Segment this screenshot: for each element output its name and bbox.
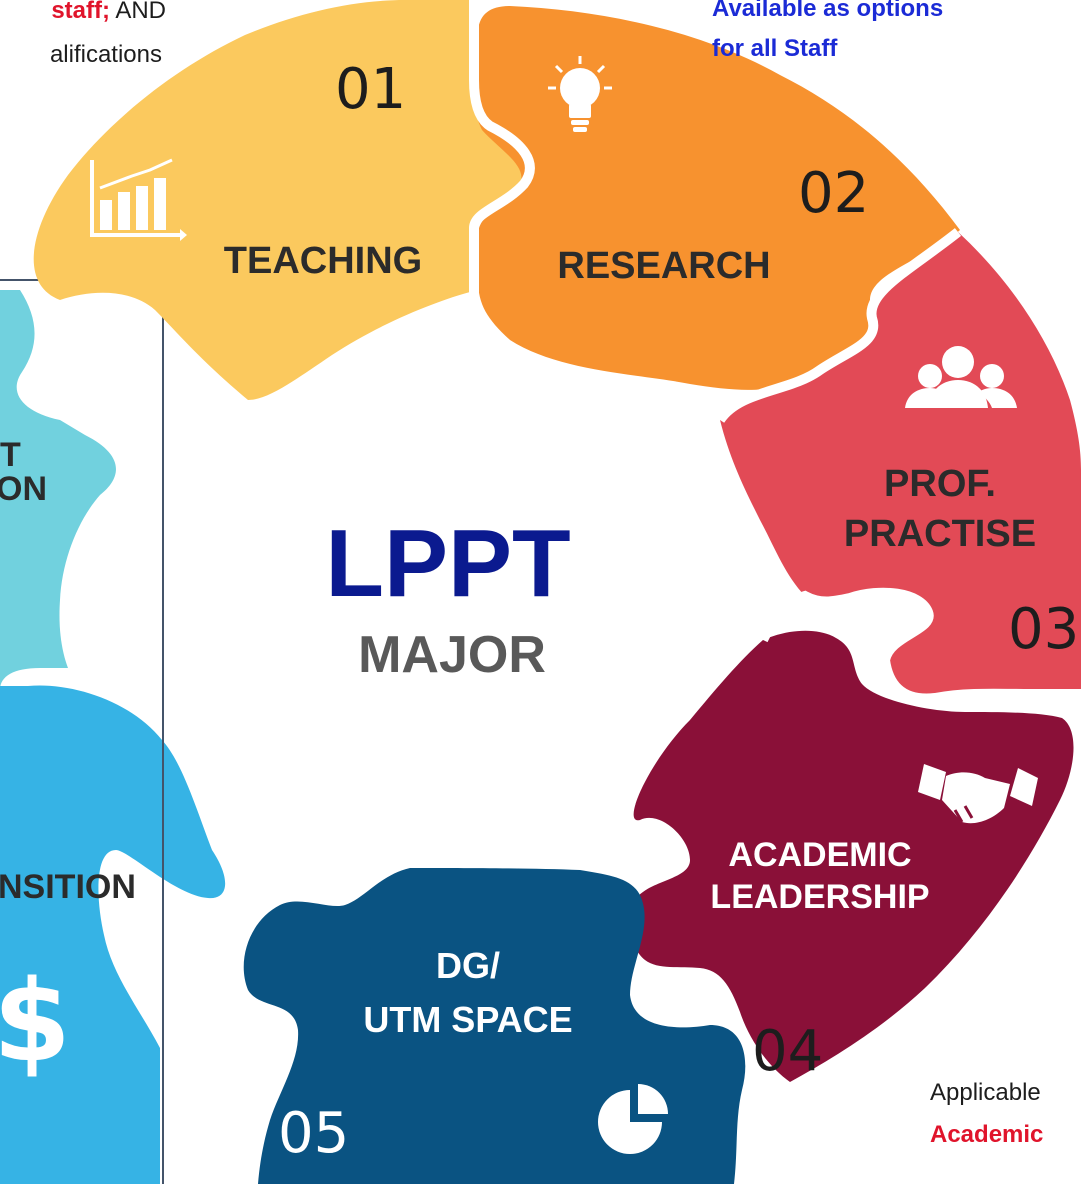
top-left-note-line1: staff; AND bbox=[51, 0, 166, 24]
left-lower-label: NSITION bbox=[0, 868, 136, 906]
prof-practise-label-2: PRACTISE bbox=[844, 513, 1036, 555]
center-title: LPPT bbox=[325, 510, 570, 617]
center-subtitle: MAJOR bbox=[358, 626, 546, 684]
people-icon bbox=[905, 346, 1017, 408]
bar-chart-icon bbox=[90, 158, 187, 241]
top-left-note-rest: AND bbox=[110, 0, 166, 24]
academic-leadership-segment[interactable] bbox=[629, 630, 1074, 1082]
dg-utm-space-label-1: DG/ bbox=[436, 945, 500, 986]
left-upper-label-1: T bbox=[0, 436, 21, 474]
academic-leadership-number: 04 bbox=[752, 1019, 823, 1084]
left-upper-label-2: ON bbox=[0, 470, 47, 508]
pie-chart-icon bbox=[598, 1084, 668, 1154]
dg-utm-space-label-2: UTM SPACE bbox=[363, 999, 572, 1040]
left-blue-piece bbox=[0, 685, 226, 1184]
teaching-label: TEACHING bbox=[224, 240, 422, 282]
top-right-note-line2: for all Staff bbox=[712, 35, 838, 62]
bottom-right-note-line2: Academic bbox=[930, 1121, 1043, 1148]
academic-leadership-label-1: ACADEMIC bbox=[728, 836, 911, 874]
top-left-note-red: staff; bbox=[51, 0, 110, 24]
handshake-icon bbox=[918, 764, 1038, 824]
research-label: RESEARCH bbox=[557, 245, 770, 287]
svg-text:$: $ bbox=[0, 957, 71, 1087]
dollar-icon: $ bbox=[0, 957, 71, 1087]
prof-practise-label-1: PROF. bbox=[884, 463, 996, 505]
top-left-note-line2: alifications bbox=[50, 41, 162, 68]
prof-practise-segment[interactable] bbox=[720, 232, 1081, 695]
academic-leadership-label-2: LEADERSHIP bbox=[710, 878, 929, 916]
left-teal-piece bbox=[0, 290, 116, 690]
research-number: 02 bbox=[798, 161, 869, 226]
prof-practise-number: 03 bbox=[1008, 597, 1079, 662]
research-segment[interactable] bbox=[474, 6, 960, 390]
top-right-note-line1: Available as options bbox=[712, 0, 943, 22]
lightbulb-icon bbox=[548, 56, 612, 132]
teaching-number: 01 bbox=[335, 57, 406, 122]
segment-gaps bbox=[469, 0, 1081, 704]
bottom-right-note-line1: Applicable bbox=[930, 1079, 1041, 1106]
teaching-segment[interactable] bbox=[33, 0, 528, 400]
dg-utm-space-number: 05 bbox=[278, 1101, 349, 1166]
